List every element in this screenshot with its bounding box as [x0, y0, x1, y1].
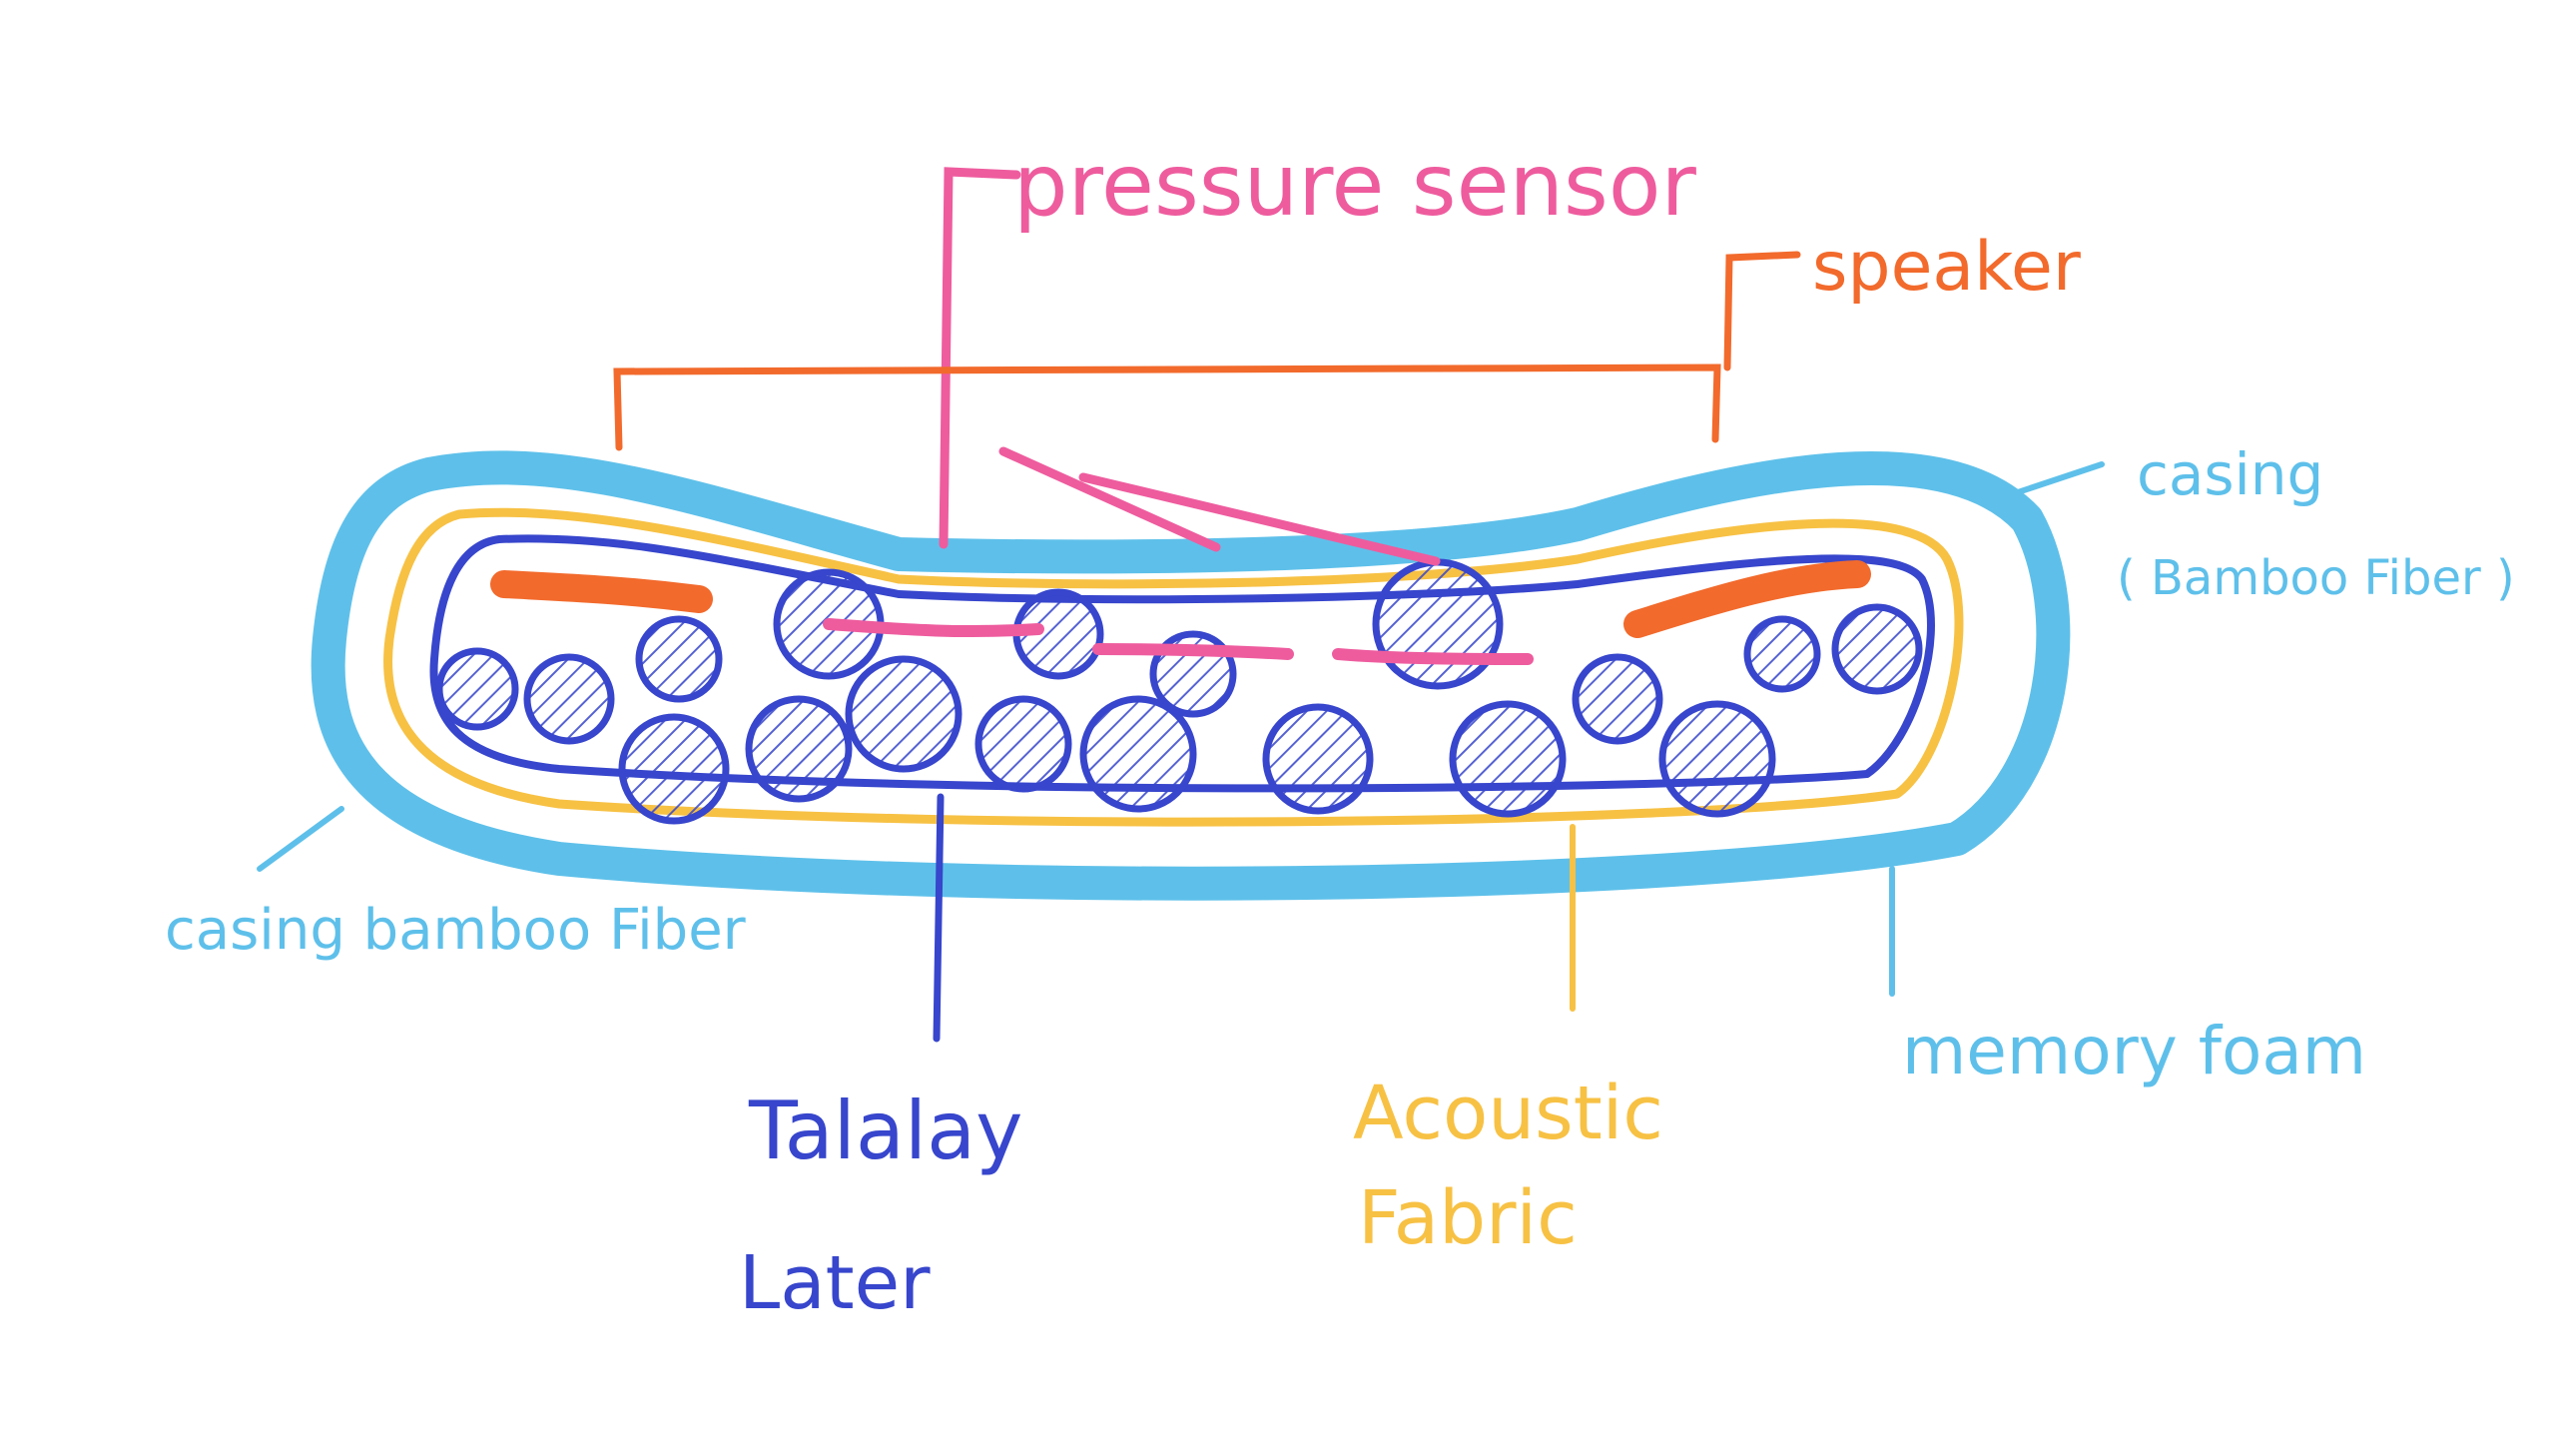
pressure-sensor-label: pressure sensor — [1013, 136, 1696, 236]
latex-sphere — [745, 695, 853, 803]
latex-sphere — [618, 713, 730, 825]
latex-sphere — [1372, 558, 1504, 690]
latex-sphere — [1572, 653, 1663, 745]
latex-sphere — [845, 655, 963, 773]
casing-left-leader — [257, 806, 344, 872]
speaker-left — [490, 570, 713, 613]
talalay-leader — [933, 793, 945, 1043]
casing-top-label: casing — [2137, 440, 2323, 508]
latex-sphere — [1449, 700, 1567, 818]
latex-sphere — [435, 647, 519, 731]
latex-sphere — [635, 615, 723, 703]
latex-spheres — [435, 558, 1923, 825]
latex-sphere — [1743, 615, 1821, 693]
latex-sphere — [523, 653, 615, 745]
casing-outer — [311, 450, 2071, 901]
talalay-label-line2: Later — [739, 1240, 931, 1326]
memory-foam-label: memory foam — [1902, 1013, 2366, 1089]
acoustic-label-line2: Fabric — [1358, 1175, 1578, 1261]
pressure-sensor-strip — [1332, 648, 1534, 665]
casing-top-sublabel: ( Bamboo Fiber ) — [2117, 550, 2515, 606]
pressure-sensor-strip — [823, 618, 1044, 638]
latex-sphere — [1262, 703, 1374, 815]
talalay-label-line1: Talalay — [748, 1085, 1023, 1177]
acoustic-fabric-layer — [383, 507, 1964, 827]
pressure-sensor-strip — [1092, 643, 1294, 660]
casing-left-label: casing bamboo Fiber — [165, 898, 747, 963]
latex-sphere — [1658, 700, 1776, 818]
speaker-right — [1623, 560, 1871, 638]
speaker-label: speaker — [1812, 228, 2081, 307]
latex-sphere — [1079, 695, 1197, 813]
talalay-latex-chamber — [429, 534, 1935, 793]
casing-top-leader — [1994, 461, 2105, 502]
latex-sphere — [1831, 603, 1923, 695]
acoustic-label-line1: Acoustic — [1353, 1071, 1663, 1156]
pressure-sensor-leader — [939, 167, 1441, 566]
speaker-bracket-leader — [613, 251, 1801, 451]
latex-sphere — [974, 695, 1072, 793]
